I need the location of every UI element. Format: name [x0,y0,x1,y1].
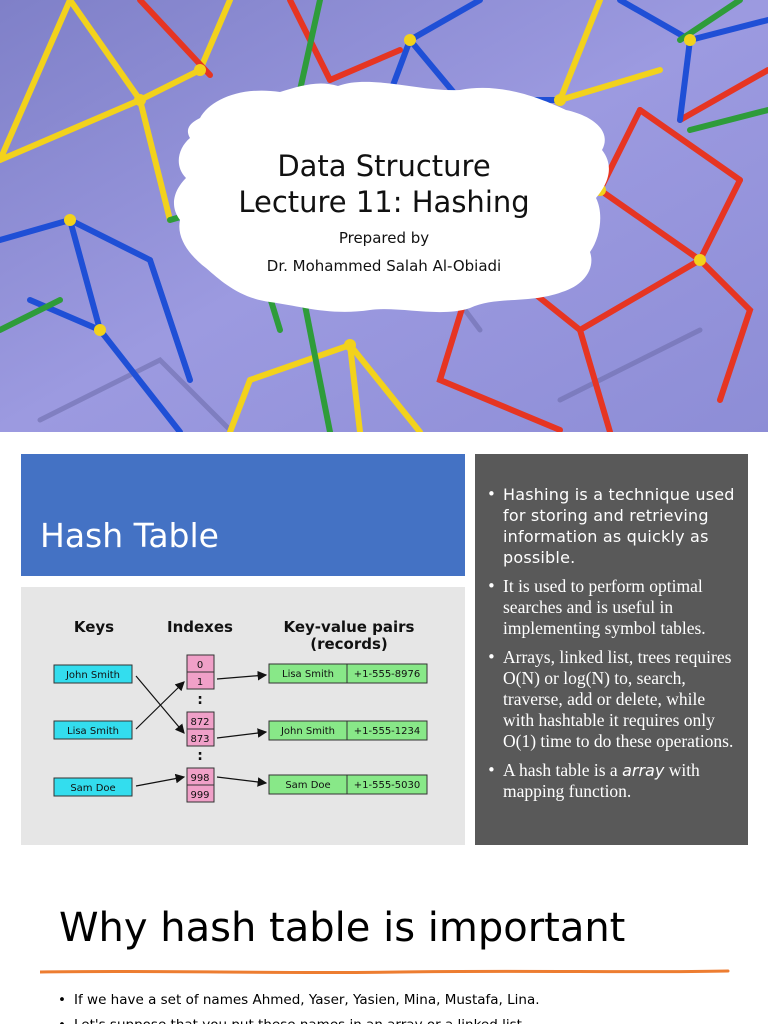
index-label: 1 [197,677,203,688]
background-frame-structure-image [0,0,768,432]
brush-stroke-blob [173,81,609,313]
title-text-block: Data Structure Lecture 11: Hashing Prepa… [184,148,584,280]
author-name: Dr. Mohammed Salah Al-Obiadi [266,257,502,275]
title-underline [40,969,730,975]
bullet-item: Hashing is a technique used for storing … [487,484,738,568]
bullet-list: If we have a set of names Ahmed, Yaser, … [58,990,540,1024]
record-phone: +1-555-8976 [354,669,421,680]
mapping-arrows [135,670,268,787]
key-label: John Smith [65,670,120,681]
header-keys: Keys [74,618,114,636]
bullet-emphasis: array [622,761,665,780]
bullet-list: Hashing is a technique used for storing … [487,484,738,802]
bullet-item: Arrays, linked list, trees requires O(N)… [487,647,738,752]
slide-title-line2: Lecture 11: Hashing [238,185,530,219]
record-name: Sam Doe [285,780,330,791]
key-label: Sam Doe [70,783,115,794]
bullet-text: A hash table is a [503,760,623,780]
header-pairs: Key-value pairs [284,618,415,636]
record-phone: +1-555-5030 [354,780,421,791]
key-label: Lisa Smith [67,726,119,737]
bullet-panel: Hashing is a technique used for storing … [475,454,748,845]
slide-title: Hash Table [40,516,219,555]
record-phone: +1-555-1234 [354,726,421,737]
why-important-slide: Why hash table is important If we have a… [0,864,768,1024]
slide-title: Why hash table is important [59,905,626,951]
bullet-item: Let's suppose that you put these names i… [58,1015,540,1024]
index-ellipsis: : [197,692,203,708]
index-cell [186,654,215,803]
slide-header: Hash Table [21,454,465,576]
bullet-item: If we have a set of names Ahmed, Yaser, … [58,990,540,1010]
hash-table-diagram: Keys Indexes Key-value pairs (records) J… [21,587,465,845]
bullet-item: It is used to perform optimal searches a… [487,576,738,639]
bullet-text: with mapping function. [503,760,700,801]
slide-title-line1: Data Structure [277,149,491,183]
record-box [268,663,428,795]
bullet-item: A hash table is a array with mapping fun… [487,760,738,802]
index-ellipsis: : [197,748,203,764]
key-box [53,664,133,797]
index-label: 999 [190,790,209,801]
prepared-by-label: Prepared by [338,229,430,247]
title-slide: Data Structure Lecture 11: Hashing Prepa… [0,0,768,432]
index-label: 998 [190,773,209,784]
record-name: Lisa Smith [282,669,334,680]
record-name: John Smith [280,726,335,737]
index-label: 872 [190,717,209,728]
header-indexes: Indexes [167,618,233,636]
hash-table-slide: Hash Table Keys Indexes Key-value pairs … [0,432,768,864]
index-label: 0 [197,660,203,671]
index-label: 873 [190,734,209,745]
header-records: (records) [310,635,388,653]
